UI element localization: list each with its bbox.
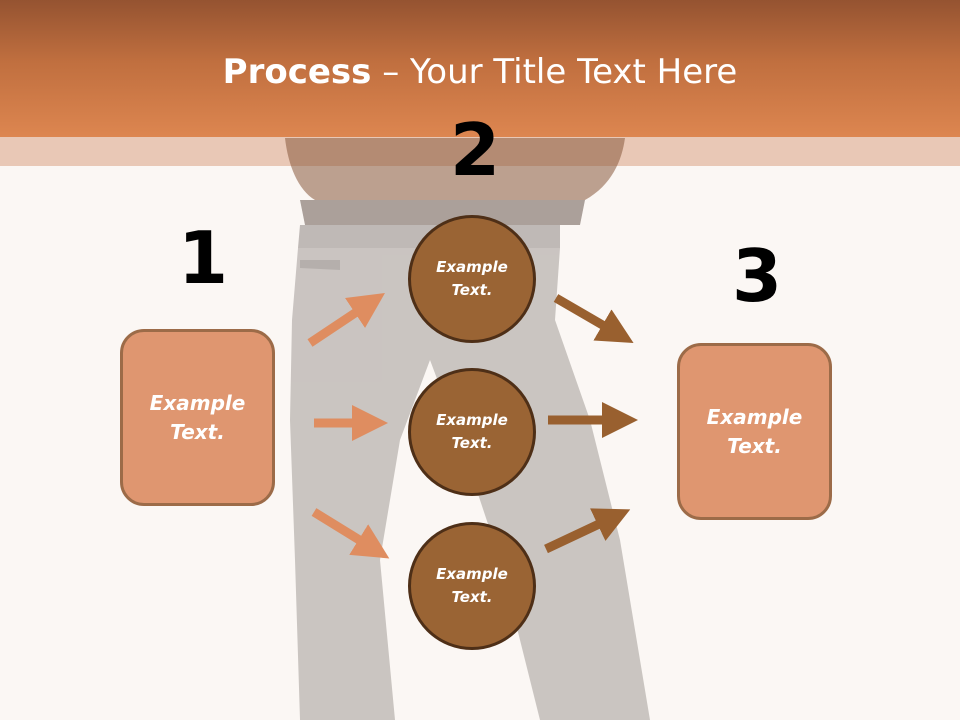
title-bar	[0, 0, 960, 137]
circle-middle-line1: Example	[436, 411, 508, 429]
arrow-top-to-3	[553, 294, 634, 344]
circle-top-line1: Example	[436, 258, 508, 276]
circle-top-line2: Text.	[451, 281, 493, 299]
arrow-bottom-to-3	[544, 508, 631, 554]
step-number-3: 3	[732, 234, 783, 318]
step-1-line2: Text.	[170, 419, 225, 444]
arrow-1-to-top	[307, 293, 385, 347]
title-bold: Process	[222, 52, 372, 92]
step-1-line1: Example	[149, 390, 246, 415]
circle-middle-line2: Text.	[451, 434, 493, 452]
step-number-2: 2	[450, 108, 501, 192]
title-dash: –	[371, 52, 411, 92]
circle-bottom-line1: Example	[436, 565, 508, 583]
step-number-1: 1	[178, 216, 229, 300]
slide-title: Process – Your Title Text Here	[0, 52, 960, 92]
step-3-line2: Text.	[727, 433, 782, 458]
title-rest: Your Title Text Here	[410, 52, 738, 92]
step-3-line1: Example	[706, 404, 803, 429]
circle-bottom-line2: Text.	[451, 588, 493, 606]
arrow-1-to-bottom	[311, 508, 390, 559]
